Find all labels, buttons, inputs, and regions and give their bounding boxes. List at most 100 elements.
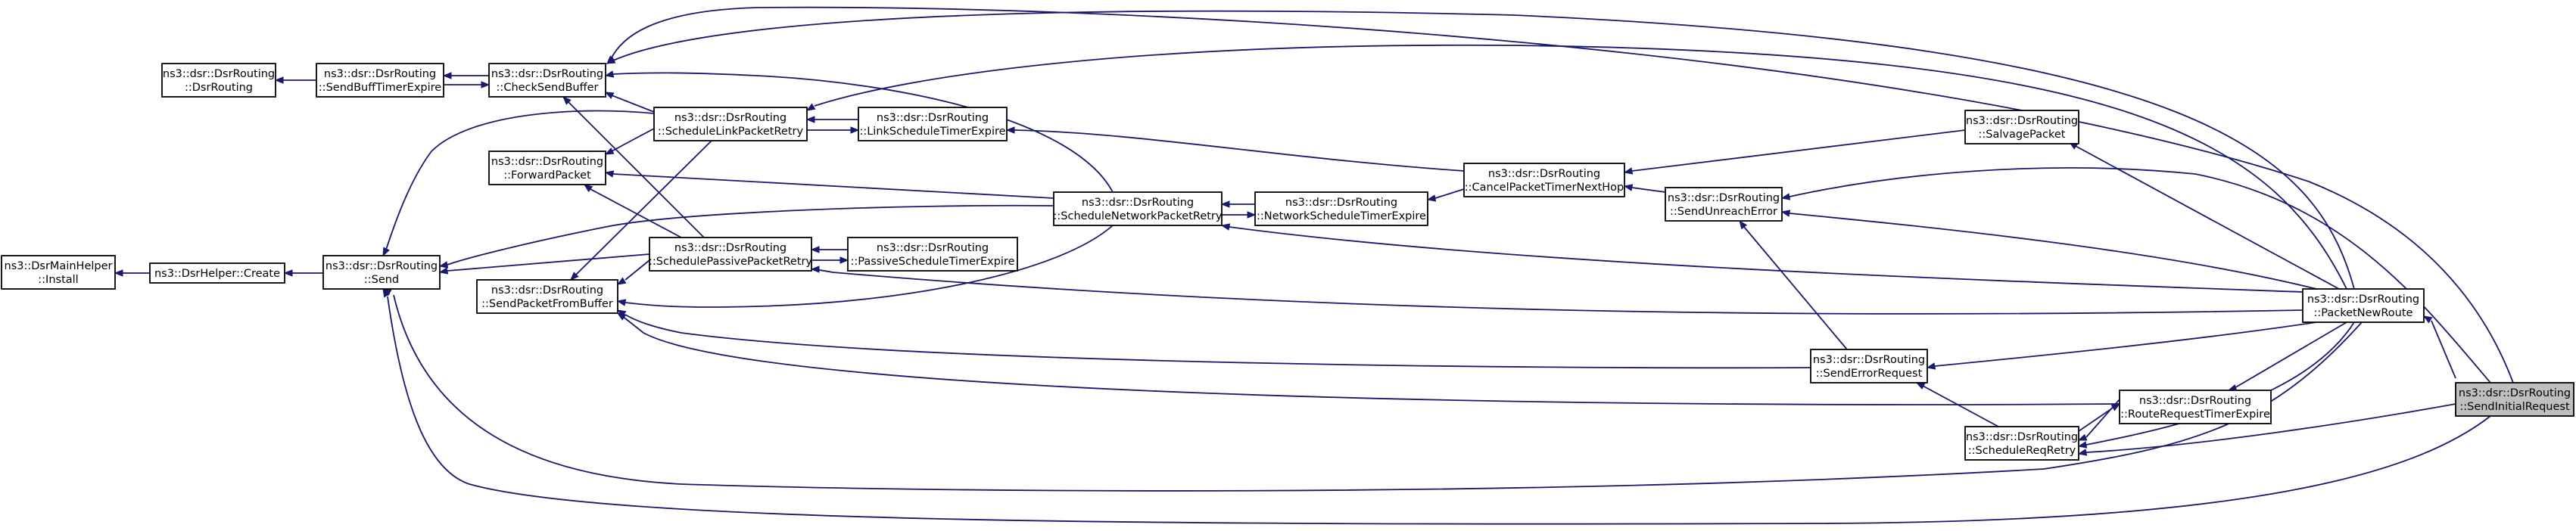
edge-passiveretry-to-sendpacketfrombuffer	[616, 259, 650, 285]
node-label-line2: ::CancelPacketTimerNextHop	[1465, 182, 1624, 194]
node-schedulelinkpacketretry[interactable]: ns3::dsr::DsrRouting ::ScheduleLinkPacke…	[653, 107, 808, 141]
edge-checksendbuffer-to-sendbufftimerexpire	[442, 72, 489, 79]
edge-linkretry-to-linkscheduletimerexpire	[807, 126, 860, 134]
arrow-head	[1780, 193, 1791, 200]
edge-linkretry-to-send	[382, 110, 655, 257]
edge-sendbufftimerexpire-to-ctor	[274, 76, 316, 84]
arrow-head	[1220, 200, 1230, 208]
node-label-line1: ns3::dsr::DsrRouting	[1813, 354, 1925, 366]
node-senderrorrequest[interactable]: ns3::dsr::DsrRouting ::SendErrorRequest	[1810, 349, 1928, 384]
edge-sendinitialrequest-to-packetnewroute	[2422, 315, 2456, 379]
arrow-head	[850, 126, 860, 134]
edge-linkscheduletimerexpire-to-linkretry	[805, 116, 858, 123]
node-packetnewroute[interactable]: ns3::dsr::DsrRouting ::PacketNewRoute	[2302, 288, 2425, 323]
node-label-line2: ::SendPacketFromBuffer	[481, 298, 613, 310]
edge-packetnewroute-to-passiveretry	[810, 266, 2303, 315]
arrow-head	[604, 170, 615, 178]
edge-cancelpackettimer-to-linkscheduletimerexpire	[1005, 126, 1465, 172]
node-label-line2: ::ForwardPacket	[503, 169, 591, 182]
node-label-line1: ns3::dsr::DsrRouting	[674, 242, 787, 254]
node-label-line1: ns3::dsr::DsrRouting	[1285, 197, 1397, 209]
node-label-line1: ns3::dsr::DsrRouting	[877, 242, 989, 254]
arrow-head	[1220, 223, 1231, 231]
edge-sendinitialrequest-to-routerequesttimerexpire	[2077, 403, 2456, 456]
edge-networkretry-to-checksendbuffer	[604, 70, 1114, 193]
node-dsrhelper-create[interactable]: ns3::DsrHelper::Create	[149, 262, 285, 284]
edge-sendinitialrequest-to-checksendbuffer	[606, 6, 2514, 384]
node-dsrmainhelper-install[interactable]: ns3::DsrMainHelper ::Install	[1, 255, 116, 290]
node-passivescheduletimerexpire[interactable]: ns3::dsr::DsrRouting ::PassiveScheduleTi…	[847, 237, 1018, 272]
edge-cancelpackettimer-to-networkscheduletimerexpire	[1426, 188, 1465, 202]
node-label-line1: ns3::DsrHelper::Create	[154, 268, 280, 280]
node-sendpacketfrombuffer[interactable]: ns3::dsr::DsrRouting ::SendPacketFromBuf…	[476, 279, 618, 314]
arrow-head	[604, 70, 615, 78]
edge-sendbufftimerexpire-to-checksendbuffer	[444, 81, 491, 88]
node-checksendbuffer[interactable]: ns3::dsr::DsrRouting ::CheckSendBuffer	[488, 63, 606, 98]
call-edges	[114, 6, 2514, 525]
node-label-line1: ns3::dsr::DsrRouting	[1966, 431, 2078, 443]
node-dsrrouting-ctor[interactable]: ns3::dsr::DsrRouting ::DsrRouting	[161, 63, 276, 98]
node-label-line2: ::PassiveScheduleTimerExpire	[850, 256, 1014, 268]
edge-networkretry-to-forwardpacket	[604, 170, 1054, 199]
node-networkscheduletimerexpire[interactable]: ns3::dsr::DsrRouting ::NetworkScheduleTi…	[1254, 191, 1428, 226]
edge-passiveretry-to-forwardpacket	[583, 184, 682, 238]
edge-packetnewroute-to-networkretry	[1220, 223, 2303, 293]
node-label-line2: ::CheckSendBuffer	[497, 82, 599, 94]
node-label-line2: ::DsrRouting	[185, 82, 253, 94]
node-label-line1: ns3::dsr::DsrRouting	[2139, 395, 2251, 407]
edge-schedulereqretry-to-routerequesttimerexpire	[2078, 403, 2121, 432]
node-label-line1: ns3::dsr::DsrRouting	[1082, 197, 1194, 209]
node-label-line1: ns3::dsr::DsrRouting	[326, 260, 438, 272]
edge-senderrorrequest-to-sendunreacherror	[1739, 219, 1848, 350]
edge-linkretry-to-sendpacketfrombuffer	[570, 140, 712, 281]
node-label-line2: ::ScheduleLinkPacketRetry	[658, 126, 804, 138]
arrow-head	[606, 55, 615, 64]
node-label-line2: ::PacketNewRoute	[2314, 307, 2413, 319]
node-routerequesttimerexpire[interactable]: ns3::dsr::DsrRouting ::RouteRequestTimer…	[2119, 390, 2272, 424]
arrow-head	[438, 267, 449, 275]
edge-send-to-create	[283, 269, 323, 277]
arrow-head	[1247, 211, 1257, 219]
arrow-head	[2077, 441, 2088, 449]
arrow-head	[805, 103, 816, 111]
edge-networkscheduletimerexpire-to-networkretry	[1220, 200, 1255, 208]
arrow-head	[438, 261, 449, 269]
arrow-head	[616, 312, 627, 321]
arrow-head	[274, 76, 284, 84]
node-sendbufftimerexpire[interactable]: ns3::dsr::DsrRouting ::SendBuffTimerExpi…	[316, 63, 444, 98]
node-label-line1: ns3::dsr::DsrRouting	[324, 68, 436, 80]
node-salvagepacket[interactable]: ns3::dsr::DsrRouting ::SalvagePacket	[1964, 110, 2079, 144]
arrow-head	[604, 92, 615, 99]
edge-linkretry-to-forwardpacket	[604, 128, 655, 155]
edge-senderrorrequest-to-sendpacketfrombuffer	[616, 309, 1811, 369]
edge-packetnewroute-to-routerequesttimerexpire	[2227, 321, 2347, 392]
edge-passiveretry-to-passivescheduletimerexpire	[811, 256, 849, 264]
node-label-line2: ::SendErrorRequest	[1816, 368, 1923, 380]
node-send[interactable]: ns3::dsr::DsrRouting ::Send	[322, 255, 441, 290]
arrow-head	[839, 256, 849, 264]
edge-networkretry-to-sendpacketfrombuffer	[616, 225, 1114, 308]
arrow-head	[442, 72, 452, 79]
arrow-head	[114, 269, 123, 277]
arrow-head	[805, 116, 815, 123]
edge-packetnewroute-to-linkretry	[805, 44, 2347, 290]
node-schedulepassivepacketretry[interactable]: ns3::dsr::DsrRouting ::SchedulePassivePa…	[649, 237, 812, 272]
node-sendunreacherror[interactable]: ns3::dsr::DsrRouting ::SendUnreachError	[1665, 187, 1783, 222]
node-label-line1: ns3::dsr::DsrRouting	[2307, 293, 2419, 306]
node-label-line2: ::ScheduleNetworkPacketRetry	[1054, 210, 1223, 222]
arrow-head	[1426, 194, 1437, 202]
arrow-head	[570, 272, 579, 281]
node-forwardpacket[interactable]: ns3::dsr::DsrRouting ::ForwardPacket	[488, 151, 606, 185]
arrow-head	[604, 148, 615, 155]
edge-passiveretry-to-checksendbuffer	[562, 96, 705, 238]
arrow-head	[616, 277, 627, 285]
node-sendinitialrequest[interactable]: ns3::dsr::DsrRouting ::SendInitialReques…	[2455, 382, 2574, 417]
arrow-head	[810, 266, 820, 273]
node-cancelpackettimernexthop[interactable]: ns3::dsr::DsrRouting ::CancelPacketTimer…	[1463, 163, 1625, 197]
node-schedulenetworkpacketretry[interactable]: ns3::dsr::DsrRouting ::ScheduleNetworkPa…	[1053, 191, 1223, 226]
node-linkscheduletimerexpire[interactable]: ns3::dsr::DsrRouting ::LinkScheduleTimer…	[858, 107, 1008, 141]
node-schedulereqretry[interactable]: ns3::dsr::DsrRouting ::ScheduleReqRetry	[1964, 426, 2079, 461]
node-label-line2: ::Install	[38, 274, 78, 286]
arrow-head	[1926, 362, 1936, 370]
